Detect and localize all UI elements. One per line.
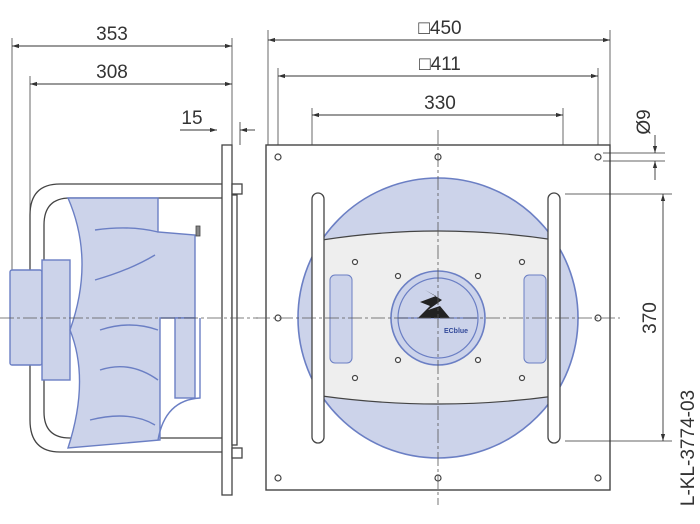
front-view: ECblue: [256, 30, 620, 505]
dim-slot-spacing: 330: [424, 93, 456, 114]
dim-overall-depth: 353: [96, 24, 128, 45]
dim-plate-square: □450: [418, 18, 461, 39]
side-dimensions: [11, 43, 255, 145]
dim-depth-to-plate: 308: [96, 62, 128, 83]
impeller-side: [9, 197, 201, 449]
dim-plate-offset: 15: [181, 108, 202, 129]
front-dimensions: [268, 37, 672, 442]
mounting-holes: [274, 153, 602, 482]
dim-hole-diameter: Ø9: [634, 109, 655, 134]
side-view: [9, 38, 243, 496]
logo-text: ECblue: [444, 328, 468, 335]
dim-slot-length: 370: [640, 302, 661, 334]
ecblue-logo-icon: [418, 290, 450, 318]
drawing-number: L-KL-3774-03: [678, 390, 699, 506]
dim-hole-square: □411: [419, 54, 461, 75]
